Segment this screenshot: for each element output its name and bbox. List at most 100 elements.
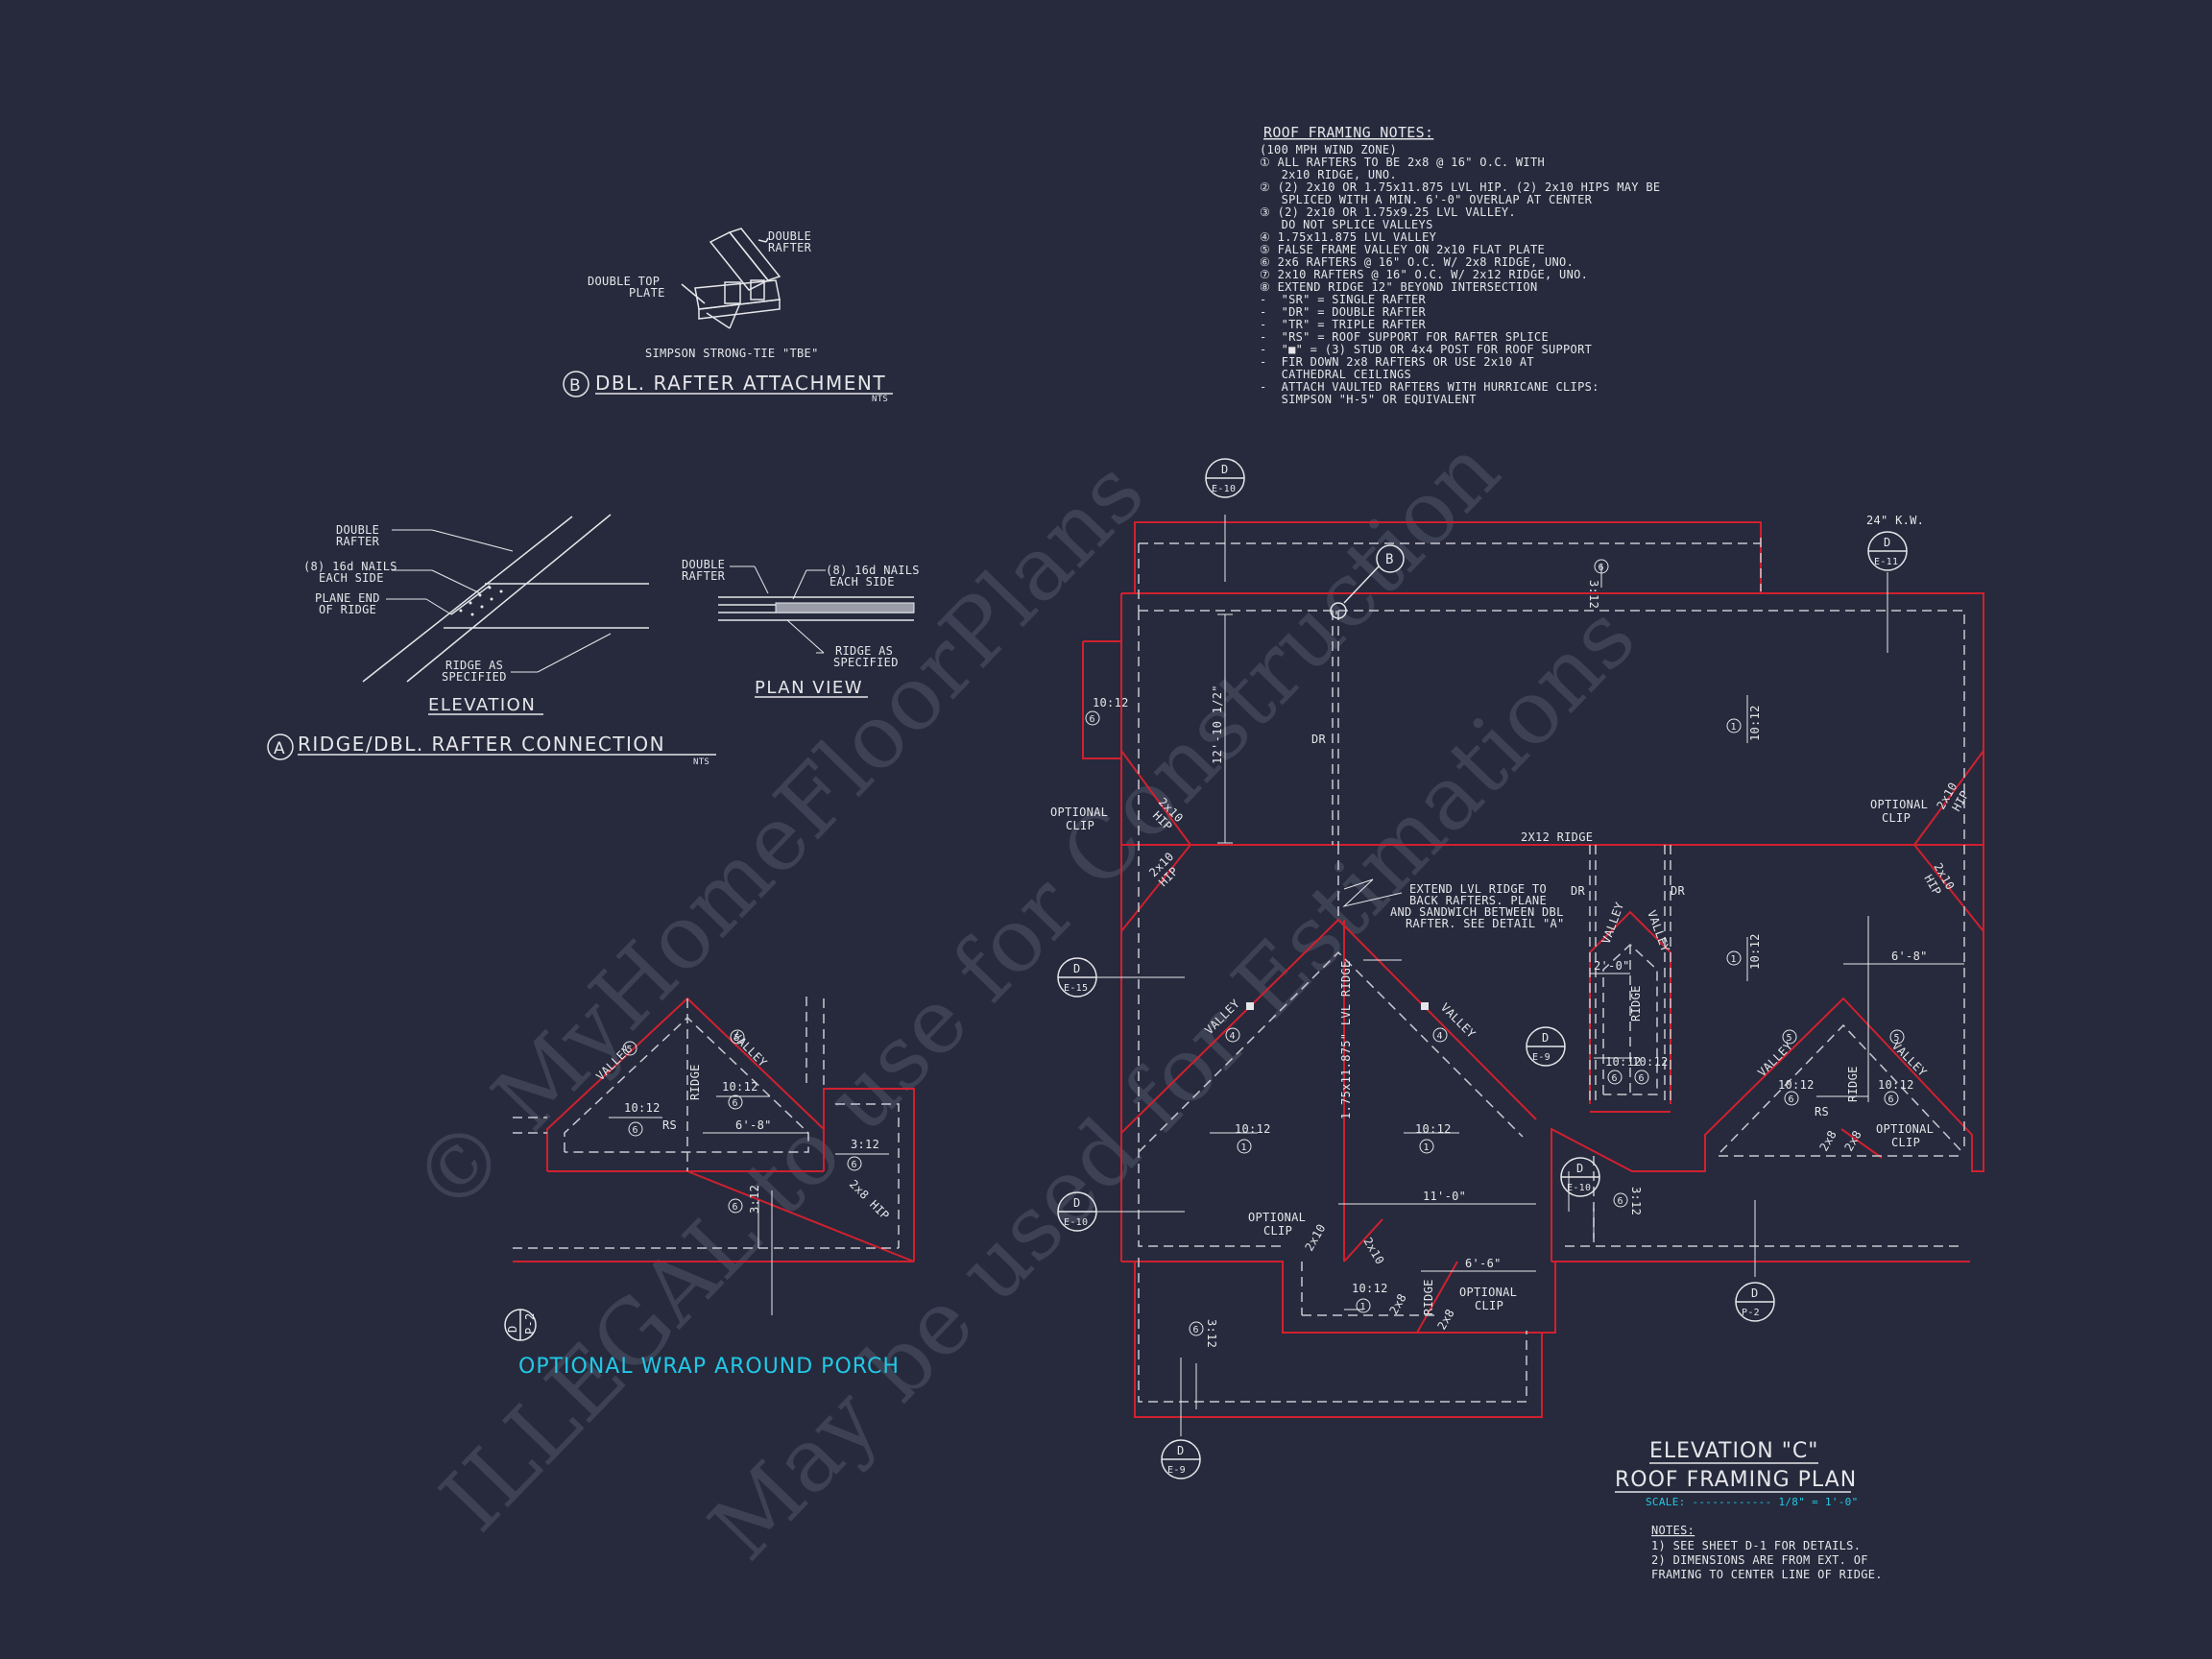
dim-12-10: 12'-10 1/2" [1211,685,1224,764]
hip-b1: 2x10 [1302,1221,1328,1253]
clip-bl-1: OPTIONAL [1248,1211,1306,1224]
note-number: 1 [1241,1142,1247,1153]
rs-label: RS [1815,1105,1829,1118]
porch-pitch-a: 10:12 [624,1101,661,1115]
plan-notes-title: NOTES: [1651,1524,1695,1537]
a-p-double-1: DOUBLE [682,558,725,571]
detail-b-scale: NTS [872,395,888,404]
detail-a-elevation-sketch [362,514,649,683]
dr-label-2: DR [1571,884,1586,898]
clip-bl-2: CLIP [1263,1224,1292,1238]
bubble-b: B [1385,552,1394,567]
notes-line: - "■" = (3) STUD OR 4x4 POST FOR ROOF SU… [1260,343,1592,356]
note-number-circle [1634,1070,1649,1085]
note-number: 5 [734,1033,740,1044]
detail-a-ridge-connection: DOUBLE RAFTER (8) 16d NAILS EACH SIDE PL… [267,514,920,767]
notes-line: ② (2) 2x10 OR 1.75x11.875 LVL HIP. (2) 2… [1260,180,1660,194]
note-number: 6 [852,1160,857,1170]
note-number-circle [847,1156,862,1171]
note-number: 4 [1437,1031,1443,1042]
note-number-circle [1189,1321,1204,1336]
pitch-3-12-b: 3:12 [1629,1187,1643,1215]
plan-note-1: 1) SEE SHEET D-1 FOR DETAILS. [1651,1539,1861,1552]
valley-r-r: VALLEY [1889,1039,1930,1079]
b-plate-1: DOUBLE TOP [588,275,660,288]
note-number: 5 [627,1045,633,1055]
detail-a-marker-circle [267,733,294,760]
note-number: 1 [1731,722,1737,733]
valley-r-l: VALLEY [1755,1039,1795,1079]
clip-br-2: CLIP [1891,1136,1920,1149]
notes-line: - "RS" = ROOF SUPPORT FOR RAFTER SPLICE [1260,330,1549,344]
notes-line: ⑦ 2x10 RAFTERS @ 16" O.C. W/ 2x12 RIDGE,… [1260,268,1588,281]
b-plate-2: PLATE [629,286,665,300]
a-ridge-2: SPECIFIED [442,670,507,684]
section-tag-letter: D [1884,536,1891,549]
notes-line: - FIR DOWN 2x8 RAFTERS OR USE 2x10 AT [1260,355,1534,369]
valley-right: VALLEY [1438,1000,1479,1041]
notes-line: ⑤ FALSE FRAME VALLEY ON 2x10 FLAT PLATE [1260,243,1545,256]
note-number-circle [1782,1029,1797,1045]
notes-line: 2x10 RIDGE, UNO. [1260,168,1397,181]
pitch-1: 10:12 [1093,696,1129,709]
detail-b-sketch [681,228,781,329]
note-number: 6 [1789,1094,1794,1105]
note-number: 6 [733,1098,738,1109]
section-tag-letter: D [1542,1031,1550,1045]
note-number: 6 [1612,1073,1618,1084]
a-plane-1: PLANE END [315,591,380,605]
note-number: 6 [1599,563,1604,573]
section-tag-sheet: E-15 [1064,983,1088,994]
notes-line: SPLICED WITH A MIN. 6'-0" OVERLAP AT CEN… [1260,193,1593,206]
ridge-main-label: 2X12 RIDGE [1521,830,1593,844]
a-p-ridge-2: SPECIFIED [833,656,899,669]
section-tag-sheet: E-10 [1567,1183,1591,1193]
note-number-circle [1884,1091,1899,1106]
a-nails-2: EACH SIDE [319,571,384,585]
b-simpson: SIMPSON STRONG-TIE "TBE" [645,347,819,360]
post-marker [1421,1002,1429,1010]
a-p-double-2: RAFTER [682,569,726,583]
notes-line: ⑥ 2x6 RAFTERS @ 16" O.C. W/ 2x8 RIDGE, U… [1260,255,1574,269]
detail-b-dbl-rafter-attachment: DOUBLE RAFTER DOUBLE TOP PLATE SIMPSON S… [563,228,893,404]
a-p-nails-2: EACH SIDE [830,575,895,589]
a-p-nails-1: (8) 16d NAILS [826,564,920,577]
note-number-circle [1784,1091,1799,1106]
b-double-2: RAFTER [768,241,812,254]
notes-title: ROOF FRAMING NOTES: [1263,124,1433,141]
section-tag-sheet: E-10 [1212,484,1236,494]
ridge-bottom: RIDGE [1422,1279,1435,1315]
note-number: 6 [1193,1325,1199,1335]
detail-b-title: DBL. RAFTER ATTACHMENT [595,372,886,395]
section-tag-letter: D [1751,1286,1759,1300]
pitch-4: 10:12 [1235,1122,1271,1136]
note-number-circle [1419,1139,1434,1154]
note-number: 5 [1787,1033,1792,1044]
notes-line: ③ (2) 2x10 OR 1.75x9.25 LVL VALLEY. [1260,205,1516,219]
connection-point [1330,602,1347,619]
porch-rs: RS [662,1118,677,1132]
pitch-7: 10:12 [1605,1055,1642,1069]
note-number: 5 [1894,1033,1900,1044]
clip-bc-1: OPTIONAL [1459,1286,1517,1299]
a-plan-title: PLAN VIEW [755,678,863,698]
roof-framing-notes: ROOF FRAMING NOTES: (100 MPH WIND ZONE)①… [1260,124,1660,406]
pitch-5: 10:12 [1415,1122,1452,1136]
porch-title: OPTIONAL WRAP AROUND PORCH [518,1355,900,1379]
porch-pitch-b: 10:12 [722,1080,758,1094]
dr-label-1: DR [1311,733,1327,746]
notes-line: - ATTACH VAULTED RAFTERS WITH HURRICANE … [1260,380,1599,394]
plan-title-2: ROOF FRAMING PLAN [1615,1468,1857,1492]
plan-dashed [1138,538,1965,1403]
notes-lines: (100 MPH WIND ZONE)① ALL RAFTERS TO BE 2… [1260,143,1660,406]
pitch-3-12-c: 3:12 [1205,1319,1218,1348]
notes-line: DO NOT SPLICE VALLEYS [1260,218,1433,231]
note-number: 6 [733,1202,738,1213]
dr-label-3: DR [1671,884,1686,898]
hip-b4: 2x8 [1434,1307,1456,1333]
extend-note-2: BACK RAFTERS. PLANE [1409,894,1547,907]
hip-b3: 2x8 [1386,1291,1408,1317]
note-number-circle [1594,559,1609,574]
